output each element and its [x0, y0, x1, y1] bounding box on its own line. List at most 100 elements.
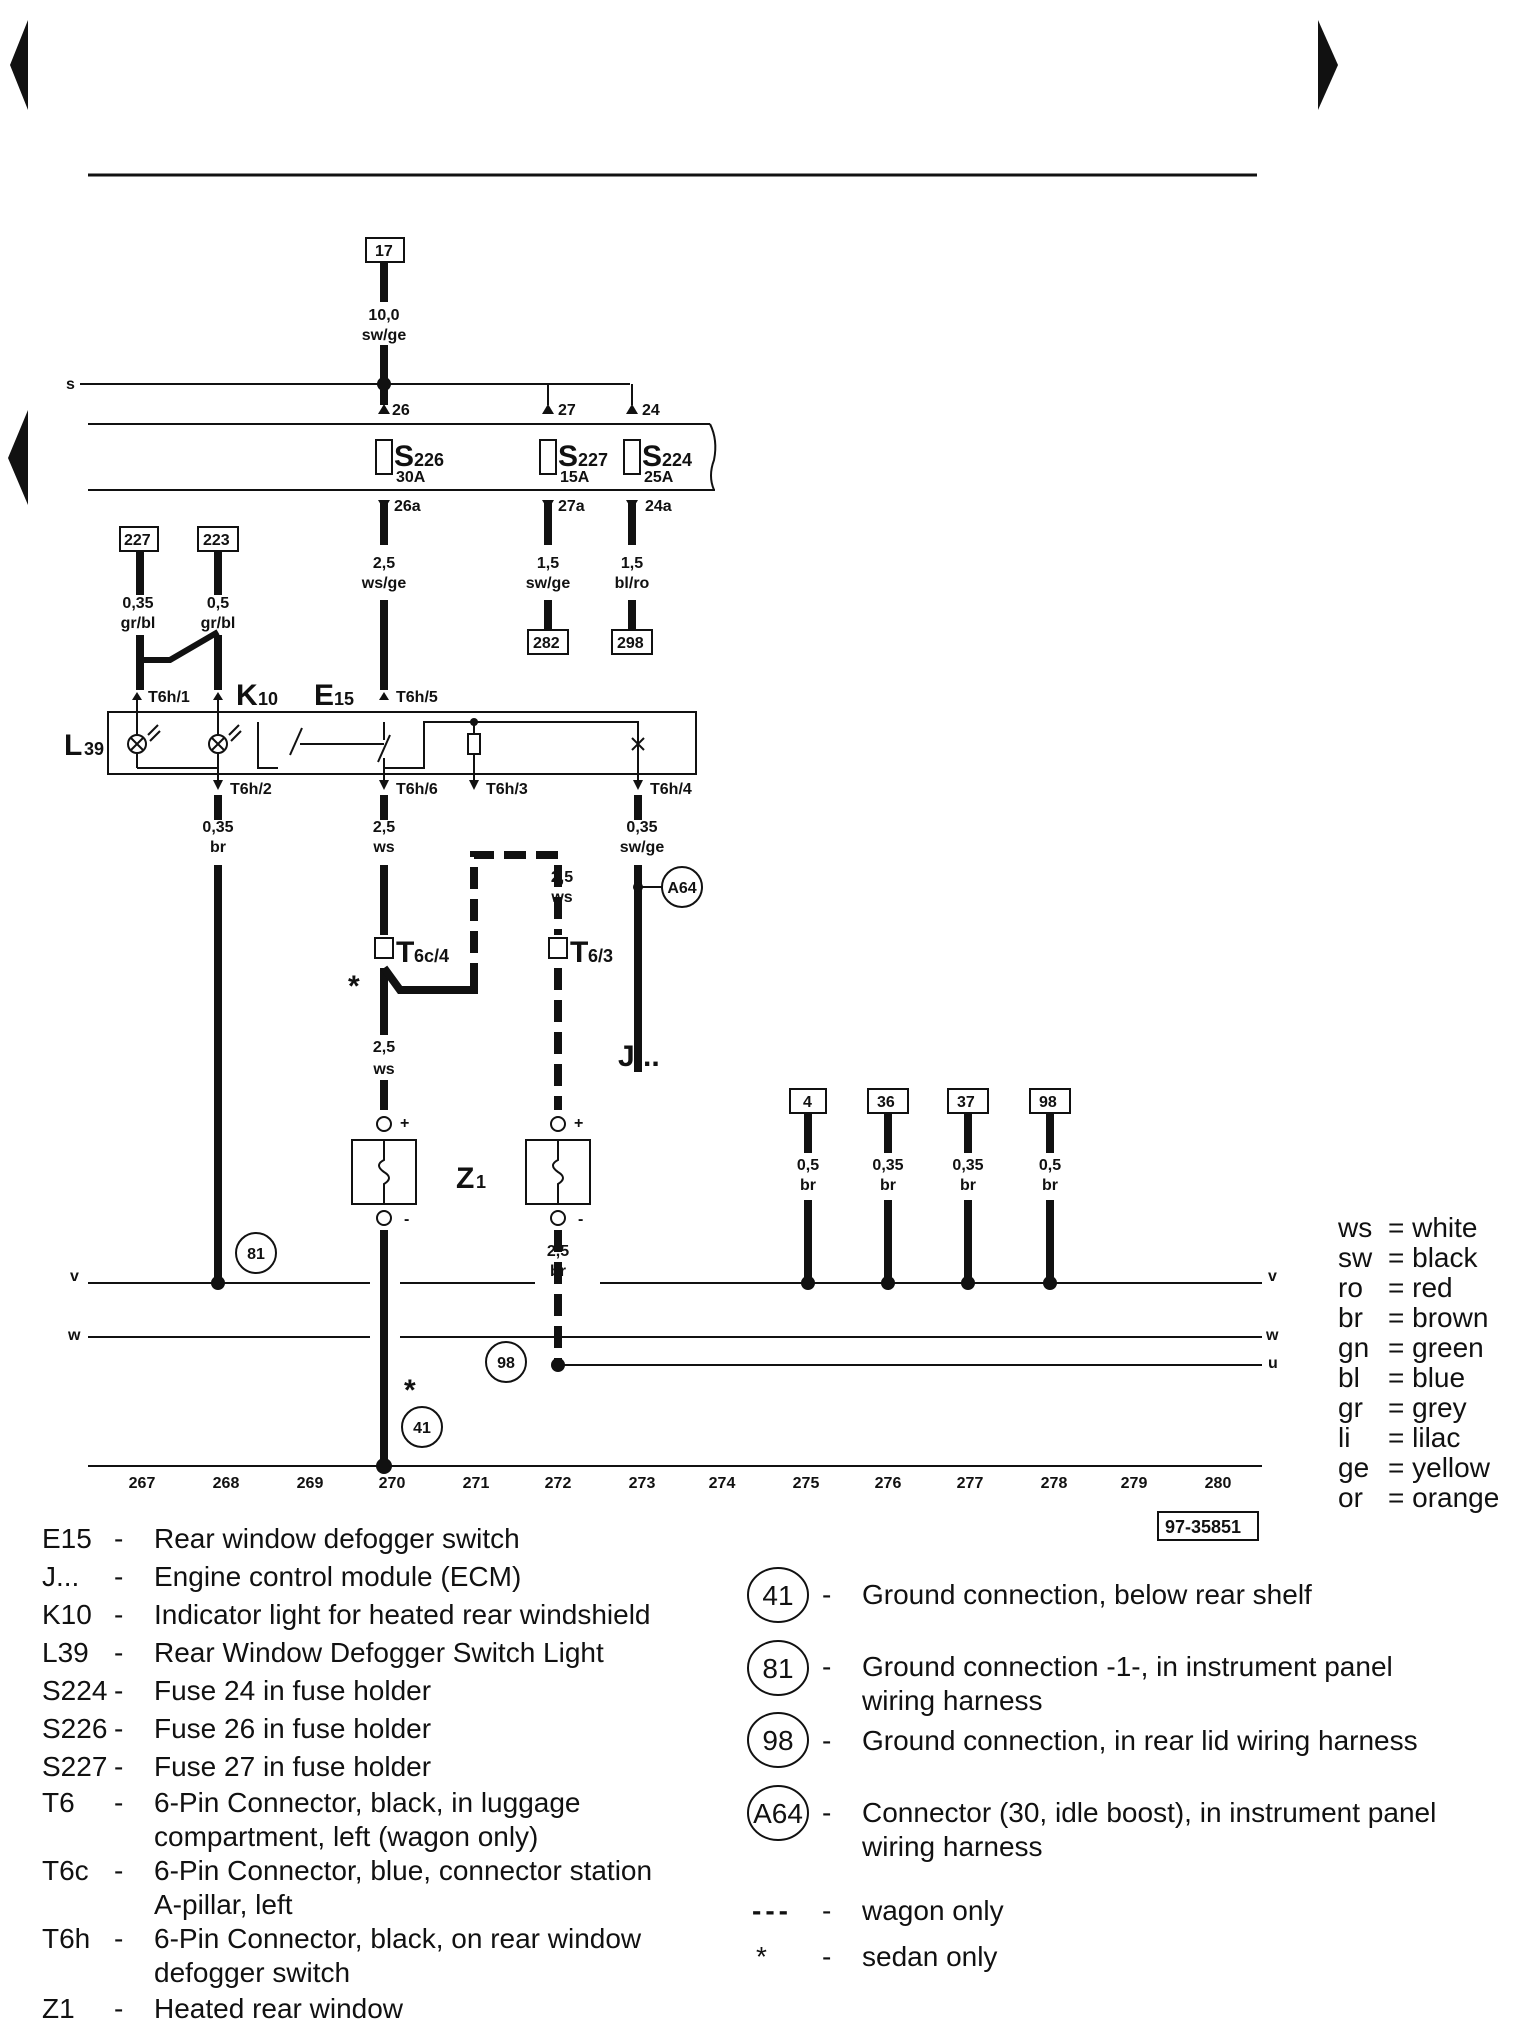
pin-t6h2: T6h/2: [230, 781, 272, 798]
legend-row-k10: K10-Indicator light for heated rear wind…: [42, 1599, 651, 1630]
fuse-arrows: [378, 404, 638, 510]
legend-row-t6c: T6c-6-Pin Connector, blue, connector sta…: [42, 1855, 653, 1920]
fuse-s227-rating: 15A: [560, 469, 590, 486]
color-code-row: sw= black: [1338, 1242, 1478, 1273]
sedan-star: *: [348, 970, 360, 1003]
continued-left-arrow-icon[interactable]: [8, 410, 28, 505]
legend-ground-98: 98: [762, 1725, 793, 1756]
color-code-row: or= orange: [1338, 1482, 1500, 1513]
wire-labels: 10,0 sw/ge 0,35 gr/bl 0,5 gr/bl 2,5 ws/g…: [121, 307, 1062, 1280]
switch-housing: [107, 711, 697, 775]
svg-text:10,0: 10,0: [368, 307, 399, 324]
coordinate-label: 276: [875, 1475, 902, 1492]
legend-row-ground-81: -Ground connection -1-, in instrument pa…: [822, 1651, 1393, 1716]
legend-row-t6h: T6h-6-Pin Connector, black, on rear wind…: [42, 1923, 642, 1988]
ref-boxes: [119, 237, 1259, 1541]
color-code-row: br= brown: [1338, 1302, 1489, 1333]
svg-text:0,35: 0,35: [626, 819, 657, 836]
svg-text:2,5: 2,5: [551, 869, 573, 886]
ref-box-37: 37: [957, 1094, 975, 1111]
fuse-s224-label: S: [642, 440, 662, 473]
z1-elements: [351, 1116, 591, 1226]
legend-row-s226: S226-Fuse 26 in fuse holder: [42, 1713, 432, 1744]
svg-text:2,5: 2,5: [373, 819, 395, 836]
label-l39: L: [64, 729, 82, 762]
grounds-legend: -Ground connection, below rear shelf -Gr…: [822, 1576, 1436, 1868]
legend-row-s227: S227-Fuse 27 in fuse holder: [42, 1751, 432, 1782]
coordinate-label: 269: [297, 1475, 324, 1492]
svg-text:2,5: 2,5: [547, 1243, 569, 1260]
pin-t6h3: T6h/3: [486, 781, 528, 798]
components-legend: E15-Rear window defogger switch J...-Eng…: [42, 1520, 652, 2028]
color-code-row: ro= red: [1338, 1272, 1453, 1303]
color-code-row: gr= grey: [1338, 1392, 1467, 1423]
ground-98: 98: [497, 1355, 515, 1372]
legend-row-ground-41: -Ground connection, below rear shelf: [822, 1579, 1312, 1610]
label-t6c: T: [396, 936, 414, 969]
wagon-wires: [470, 851, 562, 1365]
pin-t6h5: T6h/5: [396, 689, 438, 706]
label-z1-sub: 1: [476, 1172, 486, 1192]
diagram-id: 97-35851: [1165, 1517, 1241, 1537]
svg-text:br: br: [210, 839, 226, 856]
connector-a64: A64: [667, 880, 696, 897]
line-style-legend: ----wagon only *-sedan only: [752, 1888, 1004, 1980]
legend-row-sedan-only: *-sedan only: [756, 1941, 998, 1972]
fuse-s227-label: S: [558, 440, 578, 473]
color-code-row: bl= blue: [1338, 1362, 1466, 1393]
legend-ground-81: 81: [762, 1653, 793, 1684]
ground-81: 81: [247, 1246, 265, 1263]
prev-page-arrow-icon[interactable]: [10, 20, 28, 110]
legend-row-e15: E15-Rear window defogger switch: [42, 1523, 520, 1554]
label-t6-sub: 6/3: [588, 946, 613, 966]
pin-t6h4: T6h/4: [650, 781, 692, 798]
coordinate-label: 270: [379, 1475, 406, 1492]
svg-text:0,35: 0,35: [952, 1157, 983, 1174]
fuse-s226-rating: 30A: [396, 469, 426, 486]
legend-row-ground-98: -Ground connection, in rear lid wiring h…: [822, 1725, 1418, 1756]
fuse-s224-out: 24a: [645, 498, 672, 515]
color-code-row: ge= yellow: [1338, 1452, 1490, 1483]
ref-box-298: 298: [617, 635, 644, 652]
color-code-row: ws= white: [1338, 1212, 1478, 1243]
svg-text:2,5: 2,5: [373, 1039, 395, 1056]
svg-text:br: br: [960, 1177, 976, 1194]
coordinate-label: 267: [129, 1475, 156, 1492]
legend-row-j: J...-Engine control module (ECM): [42, 1561, 522, 1592]
pin-t6h6: T6h/6: [396, 781, 438, 798]
ref-box-98: 98: [1039, 1094, 1057, 1111]
coordinate-label: 279: [1121, 1475, 1148, 1492]
fuse-s224-rating: 25A: [644, 469, 674, 486]
label-k10: K: [236, 679, 258, 712]
bus-label-v-right: v: [1268, 1268, 1277, 1285]
legend-row-connector-a64: -Connector (30, idle boost), in instrume…: [822, 1797, 1437, 1862]
bus-label-w-left: w: [67, 1327, 81, 1344]
svg-text:0,35: 0,35: [872, 1157, 903, 1174]
color-code-legend: ws= white sw= black ro= red br= brown gn…: [1338, 1213, 1499, 1513]
fuse-s227-sub: 227: [578, 450, 608, 470]
svg-text:br: br: [800, 1177, 816, 1194]
svg-text:0,5: 0,5: [1039, 1157, 1061, 1174]
ground-41: 41: [413, 1420, 431, 1437]
fuse-s226-label: S: [394, 440, 414, 473]
legend-row-l39: L39-Rear Window Defogger Switch Light: [42, 1637, 604, 1668]
junction-dots: [211, 377, 1057, 1474]
coordinate-label: 278: [1041, 1475, 1068, 1492]
next-page-arrow-icon[interactable]: [1318, 20, 1338, 110]
coordinate-label: 273: [629, 1475, 656, 1492]
legend-row-z1: Z1-Heated rear window: [42, 1993, 404, 2024]
fuse-s226-in: 26: [392, 402, 410, 419]
label-z1: Z: [456, 1162, 474, 1195]
svg-text:0,35: 0,35: [202, 819, 233, 836]
svg-text:1,5: 1,5: [537, 555, 559, 572]
svg-text:ws: ws: [372, 839, 394, 856]
svg-text:0,5: 0,5: [207, 595, 229, 612]
fuse-s227-out: 27a: [558, 498, 585, 515]
label-e15-sub: 15: [334, 689, 354, 709]
label-e15: E: [314, 679, 334, 712]
legend-row-s224: S224-Fuse 24 in fuse holder: [42, 1675, 432, 1706]
label-t6: T: [570, 936, 588, 969]
ref-box-223: 223: [203, 532, 230, 549]
label-t6c-sub: 6c/4: [414, 946, 449, 966]
ground-circles: [235, 866, 703, 1448]
